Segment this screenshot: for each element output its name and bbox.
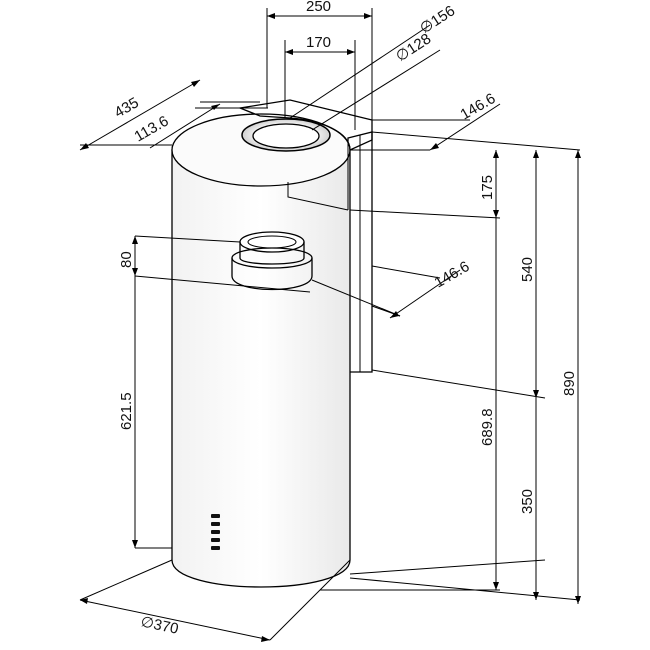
dim-250-label: 250 bbox=[306, 0, 331, 15]
cylinder-body bbox=[171, 120, 351, 588]
extension-lines bbox=[79, 8, 581, 641]
dim-350-label: 350 bbox=[519, 489, 536, 514]
control-button-5 bbox=[211, 546, 220, 550]
dim-621-5-label: 621.5 bbox=[118, 392, 135, 430]
dim-113-6-label: 113.6 bbox=[132, 113, 172, 146]
dim-689-8-label: 689.8 bbox=[479, 408, 496, 446]
control-button-1 bbox=[211, 514, 220, 518]
control-buttons bbox=[211, 514, 220, 550]
dim-170-label: 170 bbox=[306, 34, 331, 51]
middle-exhaust-collar bbox=[231, 231, 313, 291]
dim-370-label: ∅370 bbox=[139, 613, 180, 638]
dimension-lines bbox=[79, 13, 581, 642]
control-button-3 bbox=[211, 530, 220, 534]
dim-80-label: 80 bbox=[118, 251, 135, 268]
hood-body bbox=[171, 99, 373, 588]
control-button-2 bbox=[211, 522, 220, 526]
dim-890-label: 890 bbox=[561, 371, 578, 396]
dim-175-label: 175 bbox=[479, 175, 496, 200]
dim-435-label: 435 bbox=[112, 94, 142, 121]
dim-540-label: 540 bbox=[519, 257, 536, 282]
control-button-4 bbox=[211, 538, 220, 542]
dim-146-6-mid-label: 146.6 bbox=[432, 258, 473, 291]
top-exhaust-opening bbox=[252, 123, 320, 149]
